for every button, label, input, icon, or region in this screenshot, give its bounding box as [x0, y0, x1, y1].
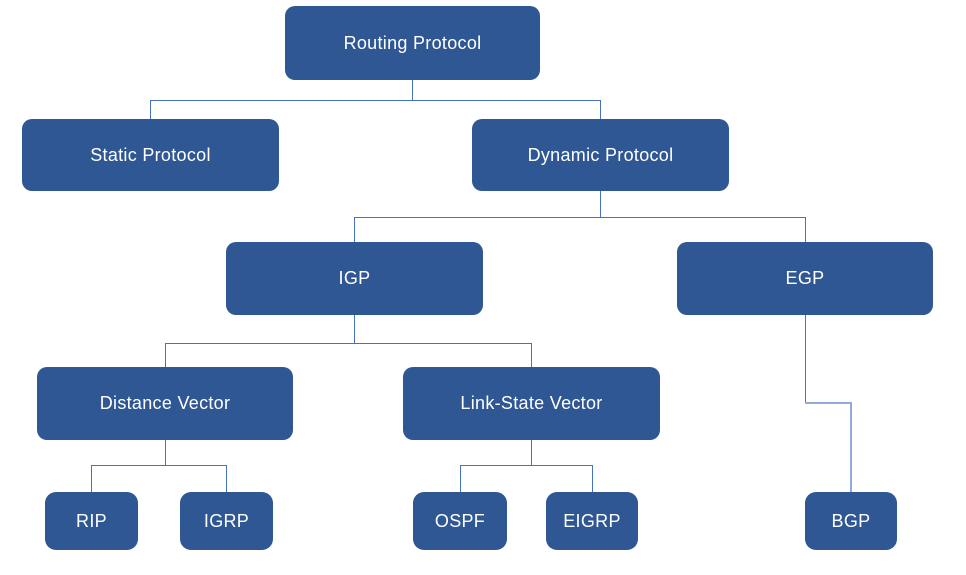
node-igp: IGP: [226, 242, 483, 315]
node-igrp: IGRP: [180, 492, 273, 550]
connector-igp-stem: [353, 315, 355, 343]
node-link-state-vector: Link-State Vector: [403, 367, 660, 440]
node-routing-protocol: Routing Protocol: [285, 6, 540, 80]
node-egp: EGP: [677, 242, 933, 315]
connector-dynamic-stem: [599, 191, 601, 217]
connector-row3-rail: [354, 216, 805, 218]
node-distance-vector: Distance Vector: [37, 367, 293, 440]
node-dynamic-protocol: Dynamic Protocol: [472, 119, 729, 191]
connector-rip-drop: [90, 465, 92, 492]
connector-ospf-drop: [459, 465, 461, 492]
connector-egp-drop: [804, 217, 806, 242]
connector-igrp-drop: [225, 465, 227, 492]
connector-distance-stem: [164, 440, 166, 465]
connector-static-drop: [149, 100, 151, 119]
connector-bgp-elbow-vertical: [850, 402, 852, 492]
node-eigrp: EIGRP: [546, 492, 638, 550]
connector-row2-rail: [150, 99, 600, 101]
connector-igp-drop: [353, 217, 355, 242]
connector-bgp-elbow-horizontal: [804, 402, 852, 404]
connector-dynamic-drop: [599, 100, 601, 119]
connector-ospf-eigrp-rail: [460, 464, 592, 466]
connector-eigrp-drop: [591, 465, 593, 492]
node-rip: RIP: [45, 492, 138, 550]
connector-linkstate-drop: [530, 343, 532, 367]
connector-distance-drop: [164, 343, 166, 367]
node-ospf: OSPF: [413, 492, 507, 550]
connector-routing-stem: [411, 80, 413, 100]
connector-linkstate-stem: [530, 440, 532, 465]
node-bgp: BGP: [805, 492, 897, 550]
connector-rip-igrp-rail: [91, 464, 226, 466]
connector-egp-stem: [804, 315, 806, 403]
node-static-protocol: Static Protocol: [22, 119, 279, 191]
connector-row4-rail: [165, 342, 531, 344]
